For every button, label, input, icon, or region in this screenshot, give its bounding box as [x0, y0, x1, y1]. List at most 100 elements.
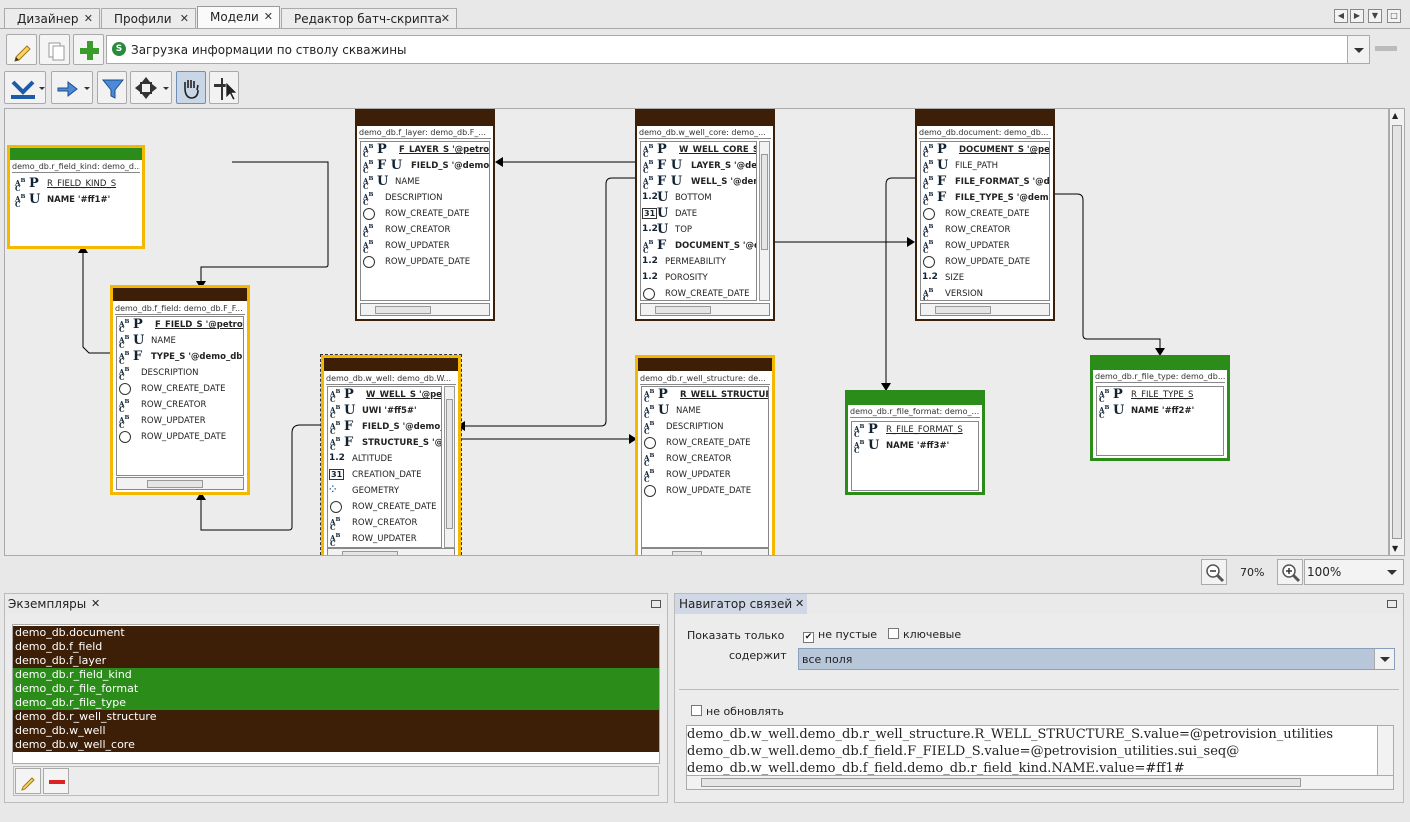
- entity-vscrollbar[interactable]: [444, 386, 455, 548]
- entity-field[interactable]: ⁘GEOMETRY: [329, 485, 400, 496]
- entity-field[interactable]: ROW_CREATE_DATE: [641, 286, 756, 300]
- hand-tool-button[interactable]: [176, 71, 206, 104]
- entity-field[interactable]: ROW_UPDATE_DATE: [361, 254, 489, 270]
- entity-vscrollbar[interactable]: [759, 141, 770, 301]
- navigator-hscrollbar[interactable]: [687, 775, 1393, 789]
- edit-instance-button[interactable]: [15, 768, 41, 794]
- close-icon[interactable]: ✕: [179, 12, 189, 25]
- navigator-text-area[interactable]: demo_db.w_well.demo_db.r_well_structure.…: [686, 725, 1394, 790]
- zoom-in-button[interactable]: [1277, 559, 1303, 585]
- tab-designer[interactable]: Дизайнер✕: [4, 8, 100, 28]
- instance-list-item[interactable]: demo_db.r_file_type: [13, 696, 659, 710]
- align-button[interactable]: [4, 71, 46, 104]
- instance-list-item[interactable]: demo_db.f_field: [13, 640, 659, 654]
- move-button[interactable]: [130, 71, 172, 104]
- tab-list-icon[interactable]: ▼: [1368, 9, 1382, 23]
- entity-field[interactable]: ROW_UPDATE_DATE: [921, 254, 1049, 270]
- non-empty-checkbox[interactable]: ✔не пустые: [803, 628, 877, 643]
- close-icon[interactable]: ✕: [263, 10, 273, 23]
- entity-hscrollbar[interactable]: [920, 303, 1050, 316]
- contains-select[interactable]: все поля: [798, 648, 1395, 670]
- entity-hscrollbar[interactable]: [327, 548, 455, 555]
- entity-field[interactable]: ROW_UPDATE_DATE: [642, 483, 768, 499]
- instance-list-item[interactable]: demo_db.r_field_kind: [13, 668, 659, 682]
- tab-batch-editor[interactable]: Редактор батч-скрипта✕: [281, 8, 457, 28]
- edit-button[interactable]: [6, 34, 37, 65]
- entity-hscrollbar[interactable]: [641, 548, 769, 555]
- copy-button[interactable]: [39, 34, 70, 65]
- entity-field[interactable]: ROW_CREATE_DATE: [361, 206, 489, 222]
- navigator-vscrollbar[interactable]: [1377, 726, 1393, 776]
- chevron-down-icon[interactable]: [1347, 36, 1369, 63]
- close-icon[interactable]: ✕: [91, 597, 101, 610]
- close-icon[interactable]: ✕: [795, 597, 805, 610]
- tab-profiles[interactable]: Профили✕: [101, 8, 196, 28]
- chevron-down-icon[interactable]: [1374, 649, 1394, 669]
- instance-list-item[interactable]: demo_db.r_well_structure: [13, 710, 659, 724]
- entity-field[interactable]: ROW_CREATE_DATE: [328, 499, 441, 515]
- zoom-out-button[interactable]: [1201, 559, 1227, 585]
- canvas-vscrollbar[interactable]: ▲ ▼: [1389, 108, 1405, 556]
- zoom-select[interactable]: 100%: [1304, 559, 1404, 585]
- entity-field[interactable]: ROW_CREATE_DATE: [117, 381, 243, 397]
- add-button[interactable]: [73, 34, 104, 65]
- instance-list-item[interactable]: demo_db.r_file_format: [13, 682, 659, 696]
- entity-field[interactable]: ROW_UPDATE_DATE: [117, 429, 243, 445]
- entity-hscrollbar[interactable]: [360, 303, 490, 316]
- minimize-icon[interactable]: [651, 600, 661, 608]
- entity-field[interactable]: ROW_CREATE_DATE: [921, 206, 1049, 222]
- no-update-checkbox[interactable]: не обновлять: [691, 705, 784, 718]
- tab-models[interactable]: Модели✕: [197, 6, 280, 29]
- instance-list-item[interactable]: demo_db.w_well: [13, 724, 659, 738]
- maximize-icon[interactable]: □: [1387, 9, 1401, 23]
- select-tool-button[interactable]: [209, 71, 239, 104]
- close-icon[interactable]: ✕: [83, 12, 93, 25]
